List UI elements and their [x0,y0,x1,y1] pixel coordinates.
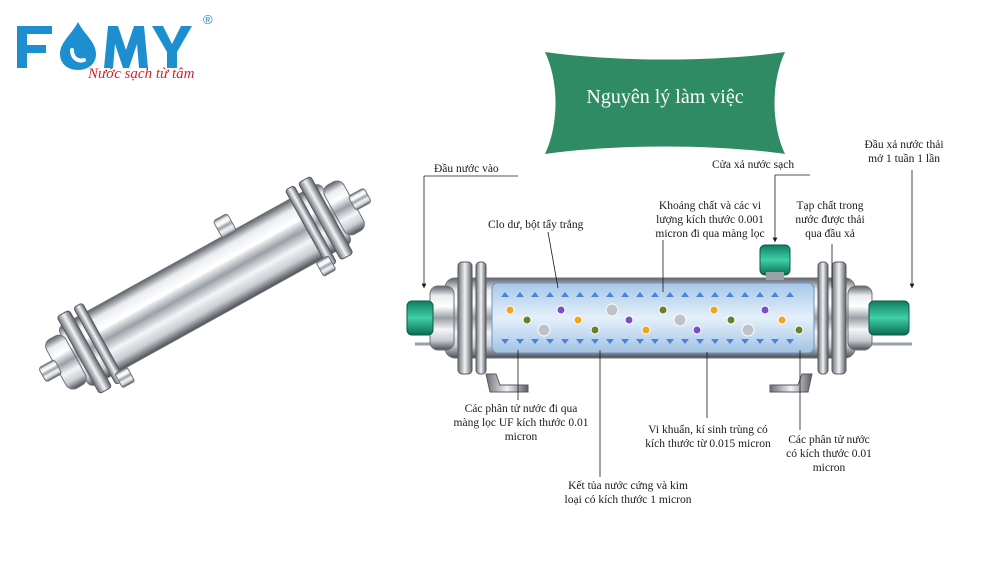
particle [590,325,600,335]
pointer-arrow-icon [501,339,509,344]
pointer-arrow-icon [681,339,689,344]
particle [505,305,515,315]
pointer-arrow-icon [606,339,614,344]
particle [658,305,668,315]
pointer-arrow-icon [711,292,719,297]
particle [573,315,583,325]
pointer-arrow-icon [531,292,539,297]
pointer-arrow-icon [696,339,704,344]
particle [760,305,770,315]
pointer-arrow-icon [771,292,779,297]
pointer-arrow-icon [606,292,614,297]
particle [777,315,787,325]
pointer-arrow-icon [741,339,749,344]
cutaway-filter-diagram [406,244,912,393]
title-banner [545,52,785,154]
pointer-arrow-icon [546,292,554,297]
particle [556,305,566,315]
particle [794,325,804,335]
pointer-arrow-icon [576,339,584,344]
pointer-arrow-icon [516,292,524,297]
particle [605,303,619,317]
particle [624,315,634,325]
pointer-arrow-icon [666,339,674,344]
pointer-arrow-icon [531,339,539,344]
registered-mark: ® [203,12,213,27]
pointer-arrow-icon [561,292,569,297]
banner-title: Nguyên lý làm việc [586,86,744,108]
pointer-arrow-icon [711,339,719,344]
pointer-arrow-icon [696,292,704,297]
pointer-arrow-icon [621,292,629,297]
brand-logo [17,22,192,70]
pointer-arrow-icon [681,292,689,297]
pointer-arrow-icon [621,339,629,344]
particle [673,313,687,327]
particle [641,325,651,335]
pointer-arrow-icon [576,292,584,297]
particle [726,315,736,325]
pointer-arrow-icon [726,339,734,344]
pointer-arrow-icon [651,339,659,344]
label-chlorine: Clo dư, bột tẩy trắng [488,219,584,231]
particle [522,315,532,325]
particle [741,323,755,337]
particle [692,325,702,335]
particle [537,323,551,337]
pointer-arrow-icon [756,339,764,344]
pointer-arrow-icon [741,292,749,297]
brand-tagline: Nước sạch từ tâm [88,66,195,82]
pointer-arrow-icon [546,339,554,344]
leader-lines [421,170,915,477]
pointer-arrow-icon [561,339,569,344]
filter-housing-illustration [39,176,371,394]
pointer-arrow-icon [786,339,794,344]
pointer-arrow-icon [516,339,524,344]
label-clean-outlet: Cửa xả nước sạch [712,159,795,171]
pointer-arrow-icon [636,339,644,344]
pointer-arrow-icon [756,292,764,297]
pointer-arrow-icon [771,339,779,344]
pointer-arrow-icon [651,292,659,297]
particle [709,305,719,315]
pointer-arrow-icon [726,292,734,297]
pointer-arrow-icon [591,339,599,344]
pointer-arrow-icon [636,292,644,297]
pointer-arrow-icon [666,292,674,297]
pointer-arrow-icon [501,292,509,297]
pointer-arrow-icon [591,292,599,297]
pointer-arrow-icon [786,292,794,297]
logo-water-drop-icon [60,22,96,70]
label-inlet: Đầu nước vào [434,163,499,175]
